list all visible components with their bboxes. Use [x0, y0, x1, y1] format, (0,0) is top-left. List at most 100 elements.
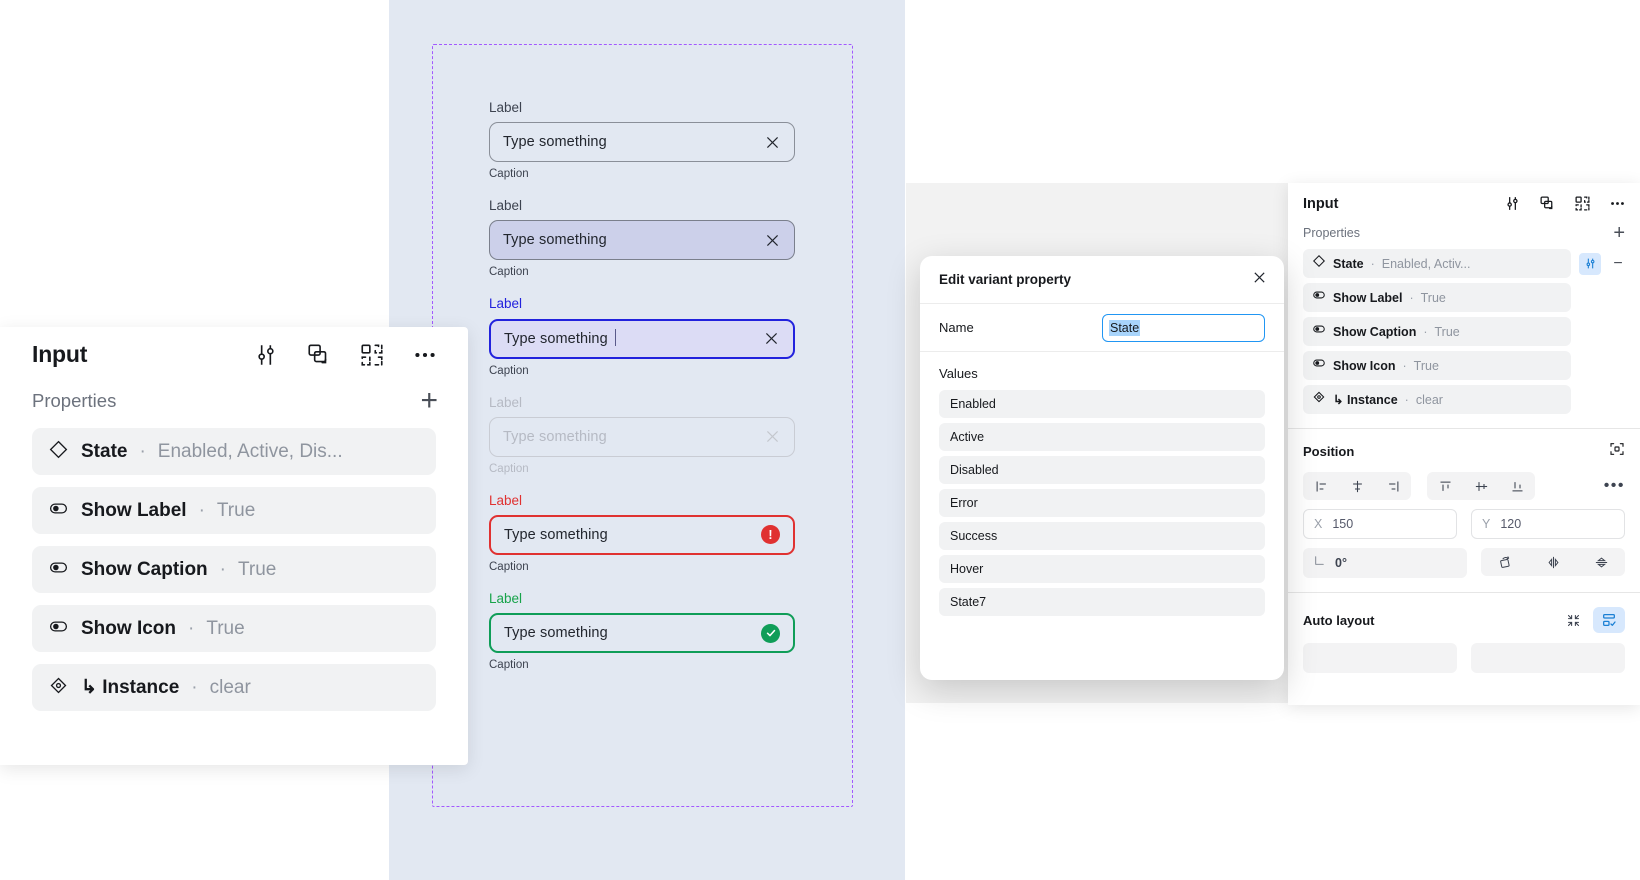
height-field-partial[interactable] — [1471, 643, 1625, 673]
property-row-show-label: Show Label · True — [1303, 283, 1627, 312]
dialog-header: Edit variant property — [920, 256, 1284, 304]
vertical-align-group — [1427, 472, 1535, 500]
more-options-icon[interactable] — [1609, 195, 1626, 212]
input-label: Label — [489, 296, 523, 312]
properties-label: Properties — [1303, 226, 1360, 240]
name-input-value: State — [1109, 319, 1141, 336]
remove-property-button[interactable]: − — [1613, 254, 1623, 272]
close-icon[interactable] — [764, 134, 781, 151]
property-row-show-icon[interactable]: Show Icon · True — [32, 605, 436, 652]
more-align-options-icon[interactable]: ••• — [1603, 477, 1625, 494]
close-icon[interactable] — [763, 330, 780, 347]
property-chip-show-caption[interactable]: Show Caption · True — [1303, 317, 1571, 346]
component-properties-panel-left: Input — [0, 327, 468, 765]
align-right-icon[interactable] — [1375, 472, 1411, 500]
input-label: Label — [489, 590, 523, 606]
y-position-input[interactable]: Y 120 — [1471, 509, 1625, 539]
edit-variant-property-button[interactable] — [1579, 252, 1601, 275]
property-row-instance[interactable]: ↳ Instance · clear — [32, 664, 436, 711]
property-name: State — [81, 440, 128, 462]
close-icon[interactable] — [764, 232, 781, 249]
input-variants-stack: Label Type something Caption Label Type … — [489, 100, 795, 689]
rotation-value: 0° — [1335, 556, 1347, 570]
tune-sliders-icon[interactable] — [1504, 195, 1521, 212]
property-row-state[interactable]: State · Enabled, Active, Dis... — [32, 428, 436, 475]
value-item[interactable]: Disabled — [939, 456, 1265, 484]
alignment-controls: ••• — [1288, 462, 1640, 500]
input-box[interactable]: Type something ! — [489, 514, 795, 555]
x-value: 150 — [1332, 517, 1354, 531]
property-chip-show-label[interactable]: Show Label · True — [1303, 283, 1571, 312]
property-value: True — [216, 499, 256, 521]
input-box[interactable]: Type something — [489, 613, 795, 654]
input-value: Type something — [504, 526, 608, 543]
component-set-icon[interactable] — [1574, 195, 1591, 212]
add-property-button[interactable]: + — [420, 384, 438, 417]
input-variant-disabled: Label Type something Caption — [489, 395, 795, 475]
absolute-position-icon[interactable] — [1609, 441, 1625, 462]
rotation-input[interactable]: 0° — [1303, 548, 1467, 578]
x-position-input[interactable]: X 150 — [1303, 509, 1457, 539]
align-bottom-icon[interactable] — [1499, 472, 1535, 500]
input-variant-active[interactable]: Label Type something Caption — [489, 198, 795, 278]
more-options-icon[interactable] — [412, 342, 438, 368]
name-input[interactable]: State — [1102, 313, 1265, 342]
input-label: Label — [489, 100, 523, 115]
align-vertical-center-icon[interactable] — [1463, 472, 1499, 500]
width-field-partial[interactable] — [1303, 643, 1457, 673]
x-key: X — [1314, 517, 1323, 531]
input-box[interactable]: Type something — [489, 122, 795, 163]
boolean-toggle-icon — [48, 498, 69, 524]
values-label: Values — [939, 366, 978, 381]
property-row-show-caption: Show Caption · True — [1303, 317, 1627, 346]
input-caption: Caption — [489, 462, 529, 475]
close-icon[interactable] — [1251, 269, 1268, 291]
value-item[interactable]: Enabled — [939, 390, 1265, 418]
flip-horizontal-icon[interactable] — [1529, 548, 1577, 576]
property-separator: · — [188, 617, 195, 639]
property-chip-instance[interactable]: ↳ Instance · clear — [1303, 385, 1571, 414]
input-variant-focused[interactable]: Label Type something Caption — [489, 296, 795, 377]
input-box[interactable]: Type something — [489, 318, 795, 359]
add-property-button[interactable]: + — [1613, 222, 1625, 244]
input-box[interactable]: Type something — [489, 220, 795, 261]
value-item[interactable]: Success — [939, 522, 1265, 550]
variant-diamond-icon — [1312, 254, 1326, 273]
input-variant-success[interactable]: Label Type something Caption — [489, 591, 795, 671]
flip-vertical-icon[interactable] — [1577, 548, 1625, 576]
property-value: True — [1434, 324, 1460, 339]
property-separator: · — [1404, 392, 1409, 407]
value-item-label: State7 — [950, 595, 987, 609]
swap-component-icon[interactable] — [1539, 195, 1556, 212]
rotate-icon[interactable] — [1481, 548, 1529, 576]
align-horizontal-center-icon[interactable] — [1339, 472, 1375, 500]
property-name: Show Caption — [1333, 324, 1417, 339]
collapse-icon[interactable] — [1566, 613, 1581, 628]
tune-sliders-icon[interactable] — [253, 342, 279, 368]
swap-component-icon[interactable] — [306, 342, 332, 368]
component-set-icon[interactable] — [359, 342, 385, 368]
value-item[interactable]: Active — [939, 423, 1265, 451]
align-left-icon[interactable] — [1303, 472, 1339, 500]
value-item[interactable]: Error — [939, 489, 1265, 517]
auto-layout-section-header: Auto layout — [1288, 593, 1640, 633]
property-chip-state[interactable]: State · Enabled, Activ... — [1303, 249, 1571, 278]
horizontal-align-group — [1303, 472, 1411, 500]
input-box: Type something — [489, 416, 795, 457]
value-item[interactable]: State7 — [939, 588, 1265, 616]
value-item[interactable]: Hover — [939, 555, 1265, 583]
input-variant-enabled[interactable]: Label Type something Caption — [489, 100, 795, 180]
property-chip-show-icon[interactable]: Show Icon · True — [1303, 351, 1571, 380]
row-action-placeholder — [1579, 389, 1601, 411]
property-separator: · — [1409, 290, 1414, 305]
boolean-toggle-icon — [1312, 356, 1326, 375]
property-row-show-caption[interactable]: Show Caption · True — [32, 546, 436, 593]
y-value: 120 — [1500, 517, 1522, 531]
input-caption: Caption — [489, 266, 529, 279]
input-variant-error[interactable]: Label Type something ! Caption — [489, 493, 795, 573]
property-separator: · — [219, 558, 226, 580]
section-divider-2 — [1288, 592, 1640, 593]
auto-layout-icon[interactable] — [1593, 607, 1625, 633]
align-top-icon[interactable] — [1427, 472, 1463, 500]
property-row-show-label[interactable]: Show Label · True — [32, 487, 436, 534]
